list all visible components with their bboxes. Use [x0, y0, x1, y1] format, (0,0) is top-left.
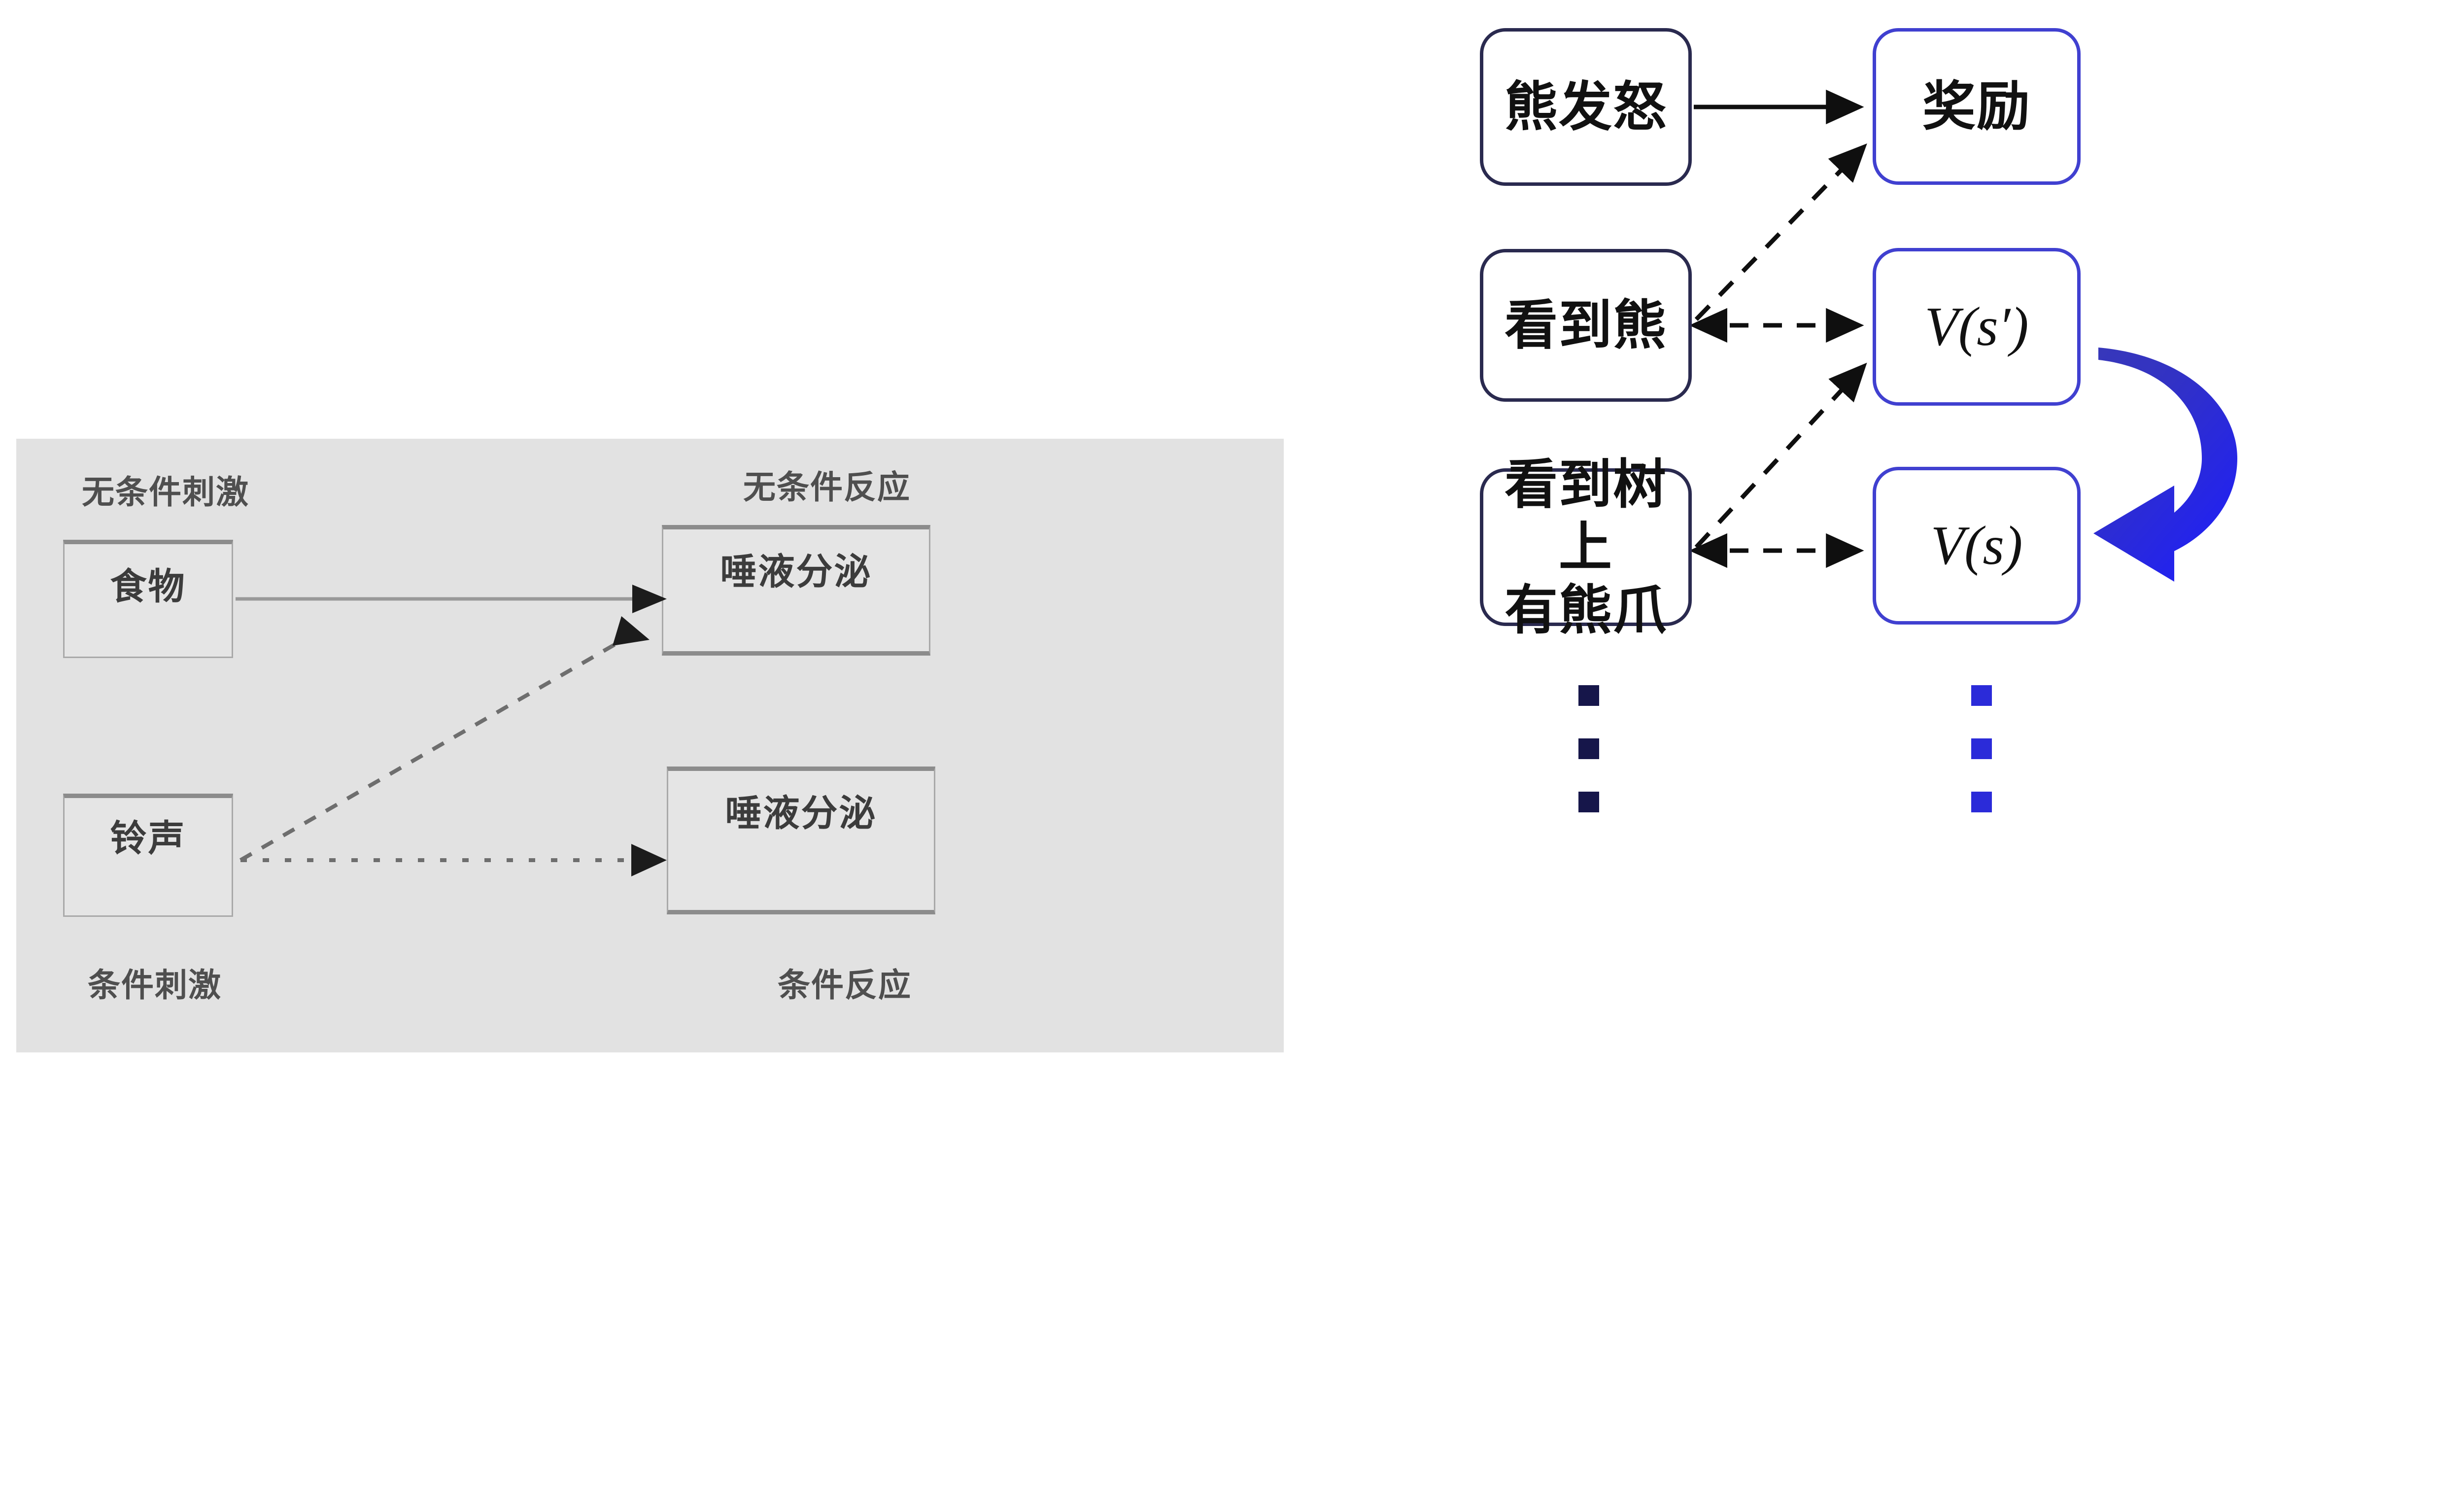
salivation-conditioned-box: 唾液分泌: [667, 767, 935, 914]
loop-arrow-shape: [2093, 296, 2237, 582]
value-box-v-s[interactable]: V(s): [1873, 467, 2081, 625]
unconditioned-response-label: 无条件反应: [743, 469, 911, 505]
state-box-see-bear-label: 看到熊: [1504, 295, 1667, 355]
ellipsis-dot: [1578, 685, 1599, 706]
value-box-v-s-label: V(s): [1930, 515, 2023, 576]
value-box-reward[interactable]: 奖励: [1873, 28, 2081, 185]
salivation-unconditioned-box: 唾液分泌: [662, 525, 930, 656]
classical-conditioning-panel: 无条件刺激 无条件反应 条件刺激 条件反应 食物 铃声 唾液分泌 唾液分泌: [16, 439, 1284, 1052]
unconditioned-stimulus-label: 无条件刺激: [82, 474, 249, 510]
ellipsis-dot: [1578, 792, 1599, 812]
ellipsis-dot: [1971, 738, 1992, 759]
state-box-see-bear[interactable]: 看到熊: [1480, 249, 1692, 402]
bell-box-label: 铃声: [110, 818, 186, 859]
arrow-see-bear-to-reward: [1694, 143, 1867, 321]
salivation-unconditioned-label: 唾液分泌: [720, 551, 872, 592]
value-box-v-s-prime-label: V(s′): [1924, 296, 2029, 357]
reinforcement-learning-panel: 熊发怒 看到熊 看到树上 有熊爪 奖励 V(s′) V(s): [1454, 0, 2464, 1499]
bootstrap-loop-arrow-icon: [2093, 296, 2237, 582]
state-box-claw-on-tree-label: 看到树上 有熊爪: [1504, 454, 1667, 640]
state-box-claw-on-tree[interactable]: 看到树上 有熊爪: [1480, 454, 1692, 640]
bell-to-unconditioned-dashed-line: [240, 634, 631, 862]
ellipsis-dot: [1971, 685, 1992, 706]
ellipsis-dot: [1971, 792, 1992, 812]
state-box-bear-angry[interactable]: 熊发怒: [1480, 28, 1692, 186]
arrow-claw-to-v-s-prime: [1694, 362, 1867, 549]
bell-box: 铃声: [63, 794, 233, 917]
state-column-ellipsis: [1578, 685, 1599, 845]
value-column-ellipsis: [1971, 685, 1992, 845]
rl-connection-arrows: [1689, 89, 1867, 568]
conditioned-stimulus-label: 条件刺激: [88, 967, 222, 1003]
state-box-bear-angry-label: 熊发怒: [1504, 77, 1667, 137]
salivation-conditioned-label: 唾液分泌: [725, 793, 877, 834]
ellipsis-dot: [1578, 738, 1599, 759]
bell-to-conditioned-arrowhead: [631, 844, 667, 876]
value-box-v-s-prime[interactable]: V(s′): [1873, 248, 2081, 406]
conditioned-response-label: 条件反应: [778, 967, 912, 1003]
food-box: 食物: [63, 540, 233, 658]
value-box-reward-label: 奖励: [1922, 76, 2031, 137]
bell-to-unconditioned-arrowhead: [613, 616, 650, 646]
food-box-label: 食物: [110, 566, 186, 607]
